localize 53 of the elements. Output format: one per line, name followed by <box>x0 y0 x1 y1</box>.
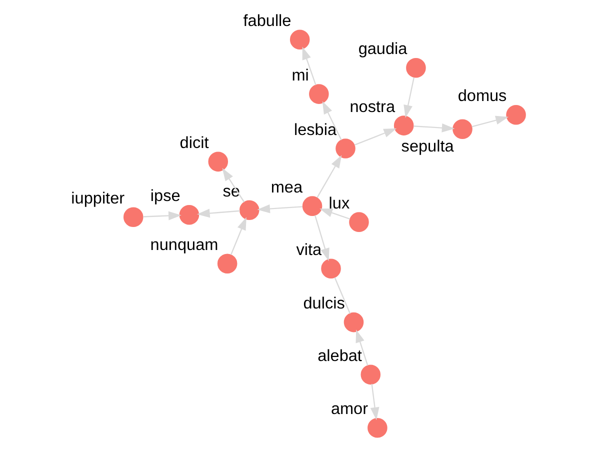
connector <box>334 277 351 314</box>
arrow <box>316 155 342 198</box>
arrow <box>472 116 509 128</box>
node-label: gaudia <box>358 40 408 58</box>
node-circle <box>321 258 341 279</box>
arrow <box>222 168 245 202</box>
node-circle <box>309 84 329 104</box>
node-label: dicit <box>180 134 209 152</box>
node-circle <box>349 212 369 232</box>
node-label: mea <box>270 178 303 196</box>
arrow <box>197 208 240 218</box>
node-label: lesbia <box>294 120 337 139</box>
node-label: ipse <box>150 187 180 206</box>
arrow <box>257 204 302 214</box>
node-circle <box>406 58 426 78</box>
node-circle <box>239 200 260 220</box>
node-label: nunquam <box>150 236 218 254</box>
node-label: fabulle <box>243 12 292 30</box>
node-circle <box>217 254 238 274</box>
node-label: sepulta <box>401 137 454 156</box>
node-label: lux <box>328 194 350 212</box>
node-circle <box>123 207 144 228</box>
node-circle <box>290 30 310 50</box>
arrow <box>356 330 368 366</box>
arrow <box>320 208 350 220</box>
node-circle <box>506 105 526 125</box>
arrow <box>354 128 397 146</box>
arrow <box>302 46 316 86</box>
arrow <box>404 77 415 118</box>
node-circle <box>344 312 364 332</box>
node-label: nostra <box>350 98 396 116</box>
node-circle <box>302 196 322 216</box>
node-label: se <box>222 182 240 200</box>
node-circle <box>452 119 472 139</box>
node-circle <box>336 138 356 158</box>
node-label: vita <box>296 240 322 259</box>
node-circle <box>368 418 388 438</box>
node-circle <box>179 204 200 225</box>
arrow <box>314 215 330 262</box>
node-label: amor <box>330 400 368 418</box>
arrow <box>413 123 455 132</box>
arrow <box>370 384 380 420</box>
node-circle <box>208 152 228 172</box>
arrow <box>322 101 342 140</box>
node-circle <box>394 116 414 136</box>
arrow <box>230 217 246 256</box>
node-label: iuppiter <box>71 189 125 208</box>
node-label: dulcis <box>303 294 345 313</box>
node-label: domus <box>458 87 507 106</box>
node-label: mi <box>292 66 309 84</box>
node-label: alebat <box>318 346 362 365</box>
node-circle <box>360 364 381 385</box>
arrow <box>143 211 182 220</box>
